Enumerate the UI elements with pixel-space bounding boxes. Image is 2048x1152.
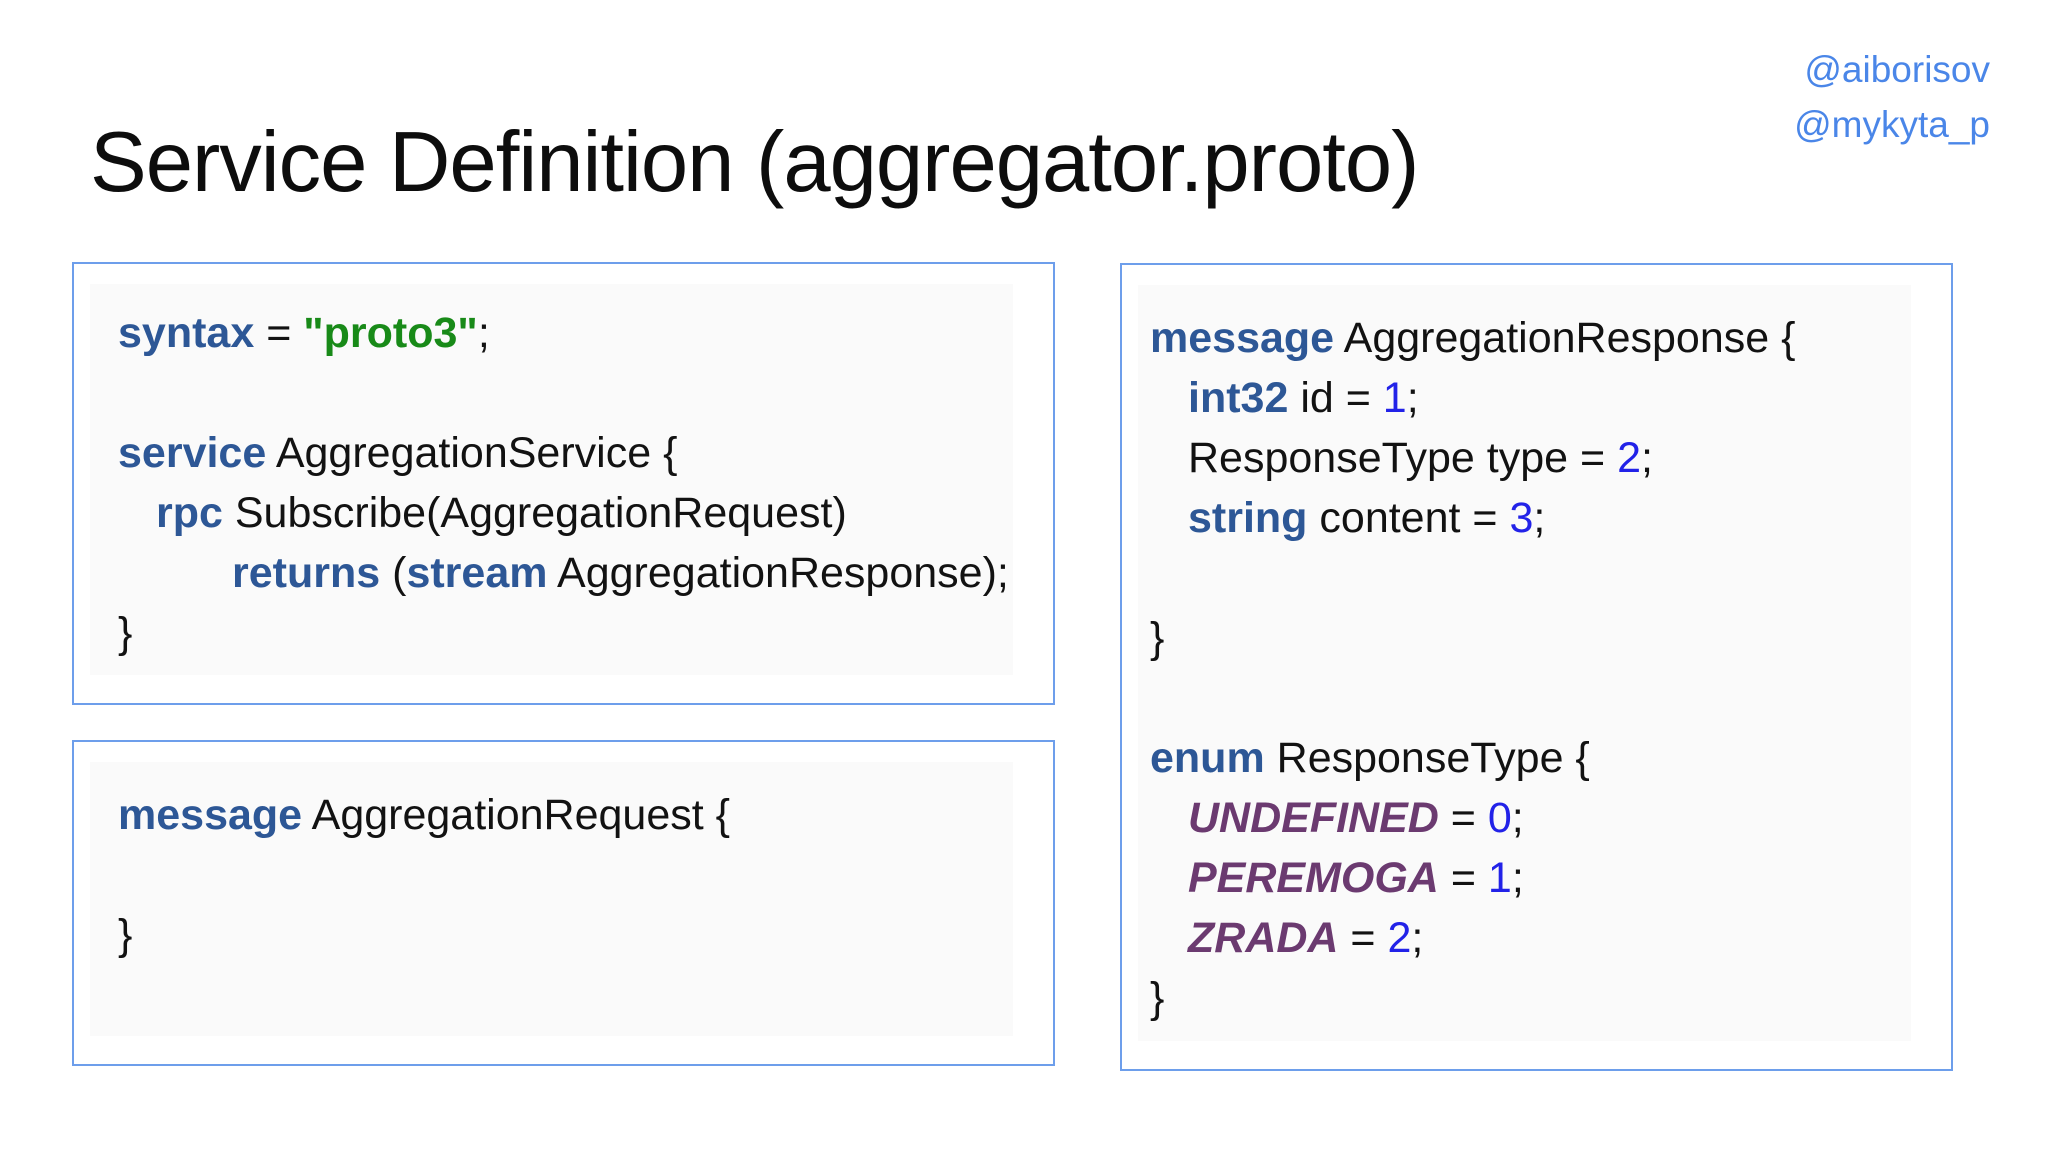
code-token-plain: AggregationRequest { <box>302 791 731 839</box>
code-token-plain: AggregationService { <box>266 429 678 477</box>
code-token-enum_value: ZRADA <box>1188 914 1339 962</box>
code-token-plain: } <box>118 609 133 657</box>
code-token-plain: } <box>118 911 133 959</box>
code-line <box>1150 668 1796 728</box>
code-token-plain: = <box>1438 794 1488 842</box>
code-token-number: 1 <box>1382 374 1407 422</box>
code-token-keyword: syntax <box>118 309 255 357</box>
code-token-plain: } <box>1150 614 1165 662</box>
code-token-plain: ; <box>1533 494 1546 542</box>
code-box-service-definition: syntax = "proto3"; service AggregationSer… <box>72 262 1055 705</box>
code-line: } <box>118 905 730 965</box>
code-line: } <box>1150 608 1796 668</box>
code-line: service AggregationService { <box>118 423 1009 483</box>
code-line: rpc Subscribe(AggregationRequest) <box>118 483 1009 543</box>
code-box-aggregation-response: message AggregationResponse {int32 id = … <box>1120 263 1953 1071</box>
code-token-keyword: message <box>1150 314 1335 362</box>
code-token-keyword: int32 <box>1188 374 1289 422</box>
code-token-plain: } <box>1150 974 1165 1022</box>
code-line: returns (stream AggregationResponse); <box>118 543 1009 603</box>
handle-aiborisov: @aiborisov <box>1804 49 1990 90</box>
code-token-plain: AggregationResponse); <box>547 549 1009 597</box>
code-box-aggregation-request: message AggregationRequest {} <box>72 740 1055 1066</box>
code-token-plain: ( <box>380 549 407 597</box>
code-token-enum_value: PEREMOGA <box>1188 854 1439 902</box>
code-line: enum ResponseType { <box>1150 728 1796 788</box>
code-token-plain: ResponseType type = <box>1188 434 1618 482</box>
code-line: UNDEFINED = 0; <box>1150 788 1796 848</box>
code-token-plain: ; <box>1641 434 1653 482</box>
code-block-service-definition: syntax = "proto3"; service AggregationSer… <box>118 303 1009 663</box>
code-token-number: 0 <box>1487 794 1512 842</box>
code-token-keyword: returns <box>232 549 381 597</box>
code-token-plain: ; <box>1511 854 1524 902</box>
code-token-plain: = <box>1438 854 1488 902</box>
code-line: syntax = "proto3"; <box>118 303 1009 363</box>
code-line <box>118 845 730 905</box>
code-token-number: 1 <box>1487 854 1512 902</box>
code-token-keyword: string <box>1188 494 1308 542</box>
code-block-aggregation-request: message AggregationRequest {} <box>118 785 730 965</box>
code-line: } <box>1150 968 1796 1028</box>
code-token-keyword: service <box>118 429 267 477</box>
code-token-number: 2 <box>1617 434 1641 482</box>
code-token-keyword: stream <box>406 549 548 597</box>
code-line: message AggregationRequest { <box>118 785 730 845</box>
code-line <box>118 363 1009 423</box>
code-line: PEREMOGA = 1; <box>1150 848 1796 908</box>
code-token-plain: Subscribe(AggregationRequest) <box>222 489 847 537</box>
code-line <box>1150 548 1796 608</box>
code-token-keyword: enum <box>1150 734 1265 782</box>
code-token-plain: ResponseType { <box>1264 734 1590 782</box>
code-token-number: 2 <box>1387 914 1412 962</box>
code-line: } <box>118 603 1009 663</box>
code-line: string content = 3; <box>1150 488 1796 548</box>
code-token-string: "proto3" <box>303 309 478 357</box>
code-line: message AggregationResponse { <box>1150 308 1796 368</box>
code-token-plain: content = <box>1307 494 1510 542</box>
code-token-plain: ; <box>1406 374 1419 422</box>
code-token-keyword: message <box>118 791 303 839</box>
code-token-plain: ; <box>1411 914 1424 962</box>
code-token-plain: ; <box>477 309 490 357</box>
author-handles: @aiborisov @mykyta_p <box>1794 42 1990 152</box>
code-token-plain: id = <box>1288 374 1383 422</box>
code-token-plain: ; <box>1511 794 1524 842</box>
code-token-plain: AggregationResponse { <box>1334 314 1796 362</box>
code-line: ResponseType type = 2; <box>1150 428 1796 488</box>
code-token-plain: = <box>254 309 304 357</box>
code-token-enum_value: UNDEFINED <box>1188 794 1439 842</box>
code-block-aggregation-response: message AggregationResponse {int32 id = … <box>1150 308 1796 1028</box>
code-token-keyword: rpc <box>156 489 223 537</box>
handle-mykyta-p: @mykyta_p <box>1794 104 1990 145</box>
code-line: int32 id = 1; <box>1150 368 1796 428</box>
code-token-plain: = <box>1338 914 1388 962</box>
code-token-number: 3 <box>1509 494 1534 542</box>
page-title: Service Definition (aggregator.proto) <box>90 115 1419 210</box>
code-line: ZRADA = 2; <box>1150 908 1796 968</box>
